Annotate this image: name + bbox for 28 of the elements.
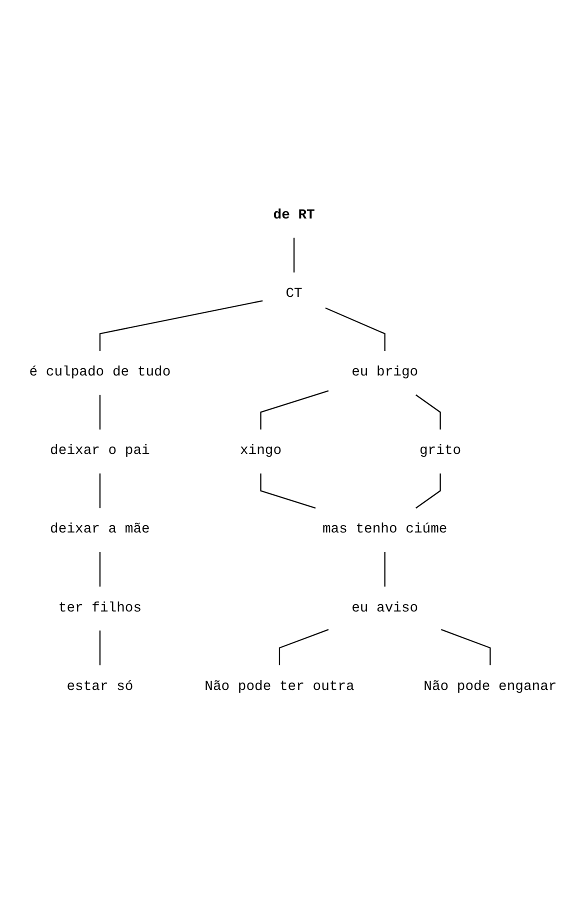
connector xyxy=(99,473,101,508)
connector xyxy=(416,473,441,509)
node-text: é culpado de tudo xyxy=(29,364,171,380)
node-text: Não pode ter outra xyxy=(204,679,354,694)
connector xyxy=(99,552,101,587)
connector xyxy=(99,300,263,351)
node-text: deixar a mãe xyxy=(50,522,150,538)
node-text: ter filhos xyxy=(58,600,142,616)
connector xyxy=(260,390,329,430)
connector xyxy=(293,238,295,272)
connector xyxy=(260,473,316,509)
node-text: grito xyxy=(419,443,462,459)
connector xyxy=(99,394,101,430)
node-text: eu brigo xyxy=(352,364,418,380)
node-text: deixar o pai xyxy=(50,443,150,459)
node-text: de RT xyxy=(273,208,315,224)
node-text: Não pode enganar xyxy=(424,679,557,694)
connector xyxy=(99,630,101,666)
connector xyxy=(416,394,441,430)
node-text: xingo xyxy=(240,443,282,459)
node-text: mas tenho ciúme xyxy=(322,522,448,538)
node-text: estar só xyxy=(66,679,134,694)
node-text: eu aviso xyxy=(352,600,418,616)
connector xyxy=(384,552,386,587)
node-text: CT xyxy=(286,286,302,302)
connector xyxy=(325,307,386,351)
connector xyxy=(278,629,329,666)
connector xyxy=(441,629,491,666)
